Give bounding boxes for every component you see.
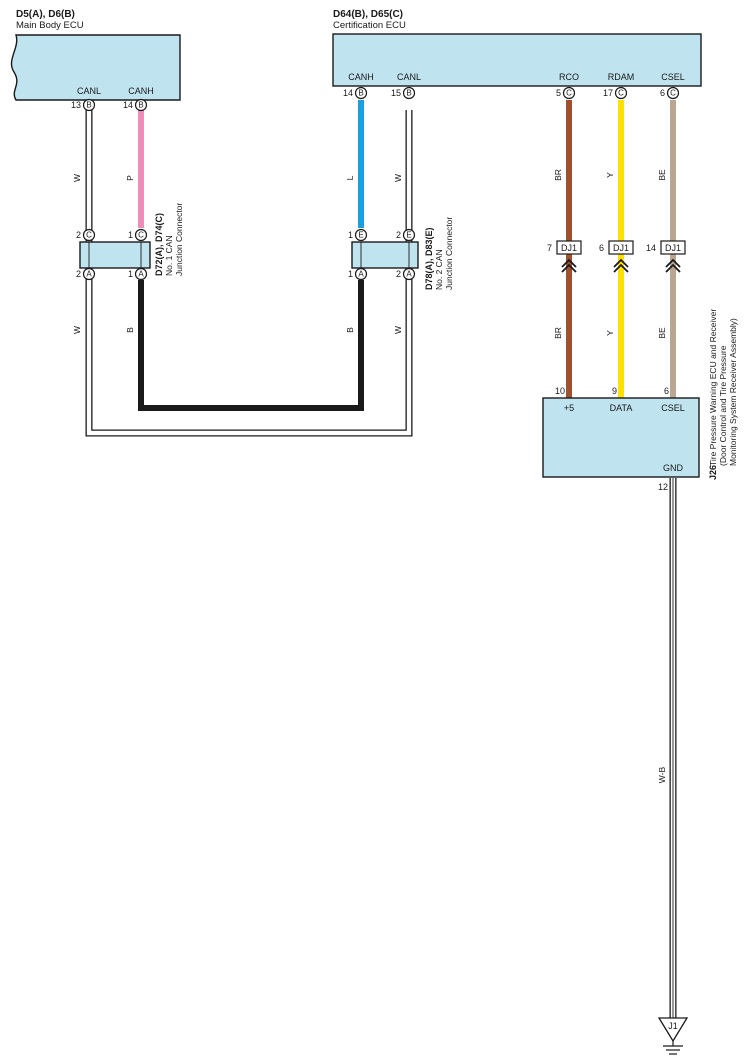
pin-connector-letter: C: [138, 231, 144, 240]
svg-text:BR: BR: [553, 169, 563, 181]
jc1-line2: Junction Connector: [174, 203, 184, 276]
jc2-line1: No. 2 CAN: [434, 249, 444, 290]
svg-text:Y: Y: [605, 172, 615, 178]
tpms-code: J26: [708, 465, 718, 480]
wire-canh-black-loop: [138, 280, 364, 411]
inline-connector-dj1-1: DJ1 7: [547, 240, 582, 273]
svg-text:W: W: [393, 326, 403, 334]
pin-signal: DATA: [610, 403, 633, 413]
svg-text:B: B: [345, 327, 355, 333]
svg-text:14: 14: [646, 243, 656, 253]
pin-signal: CSEL: [661, 72, 685, 82]
svg-text:DJ1: DJ1: [665, 243, 681, 253]
svg-text:W-B: W-B: [657, 766, 667, 783]
pin-connector-letter: E: [406, 231, 411, 240]
tpms-line1: Tire Pressure Warning ECU and Receiver: [708, 309, 718, 466]
certification-ecu: D64(B), D65(C) Certification ECU CANH CA…: [332, 9, 702, 100]
pin-signal: CANL: [77, 86, 101, 96]
svg-text:W: W: [72, 174, 82, 182]
pin-number: 10: [555, 386, 565, 396]
pin-connector-letter: E: [358, 231, 363, 240]
pin-number: 14: [343, 88, 353, 98]
pin-number: 2: [76, 269, 81, 279]
pin-number: 5: [556, 88, 561, 98]
pin-number: 2: [76, 230, 81, 240]
pin-signal: RCO: [559, 72, 579, 82]
svg-text:7: 7: [547, 243, 552, 253]
pin-signal: RDAM: [608, 72, 635, 82]
pin-number: 1: [348, 269, 353, 279]
tpms-line3: Monitoring System Receiver Assembly): [728, 318, 738, 466]
pin-connector-letter: A: [86, 270, 92, 279]
svg-text:W: W: [393, 174, 403, 182]
pin-signal: CANH: [348, 72, 374, 82]
svg-text:J1: J1: [668, 1021, 678, 1031]
inline-connector-dj1-3: DJ1 14: [646, 240, 686, 273]
pin-connector-letter: A: [406, 270, 412, 279]
pin-connector-letter: C: [618, 89, 624, 98]
pin-connector-letter: C: [670, 89, 676, 98]
junction-connector-1: C 2 C 1 A 2 A 1 D72(A), D74(C) No. 1 CAN…: [76, 203, 184, 281]
pin-number: 6: [664, 386, 669, 396]
main-body-ecu-code: D5(A), D6(B): [16, 9, 75, 20]
pin-number: 9: [612, 386, 617, 396]
pin-number: 13: [71, 100, 81, 110]
pin-number: 2: [396, 230, 401, 240]
pin-connector-letter: B: [86, 101, 91, 110]
inline-connector-dj1-2: DJ1 6: [599, 240, 634, 273]
svg-text:DJ1: DJ1: [561, 243, 577, 253]
svg-text:BE: BE: [657, 169, 667, 181]
svg-text:W: W: [72, 326, 82, 334]
pin-signal: +5: [564, 403, 574, 413]
pin-signal: GND: [663, 463, 684, 473]
pin-number: 6: [660, 88, 665, 98]
tpms-line2: (Door Control and Tire Pressure: [718, 345, 728, 466]
certification-ecu-name: Certification ECU: [333, 20, 406, 31]
svg-text:BR: BR: [553, 327, 563, 339]
pin-number: 1: [348, 230, 353, 240]
jc1-line1: No. 1 CAN: [164, 235, 174, 276]
svg-text:BE: BE: [657, 327, 667, 339]
pin-number: 17: [603, 88, 613, 98]
pin-number: 15: [391, 88, 401, 98]
pin-signal: CSEL: [661, 403, 685, 413]
pin-connector-letter: A: [358, 270, 364, 279]
pin-number: 14: [123, 100, 133, 110]
jc2-line2: Junction Connector: [444, 217, 454, 290]
pin-number: 1: [128, 269, 133, 279]
main-body-ecu: D5(A), D6(B) Main Body ECU CANL CANH B 1…: [10, 9, 181, 112]
pin-signal: CANL: [397, 72, 421, 82]
certification-ecu-code: D64(B), D65(C): [333, 9, 403, 20]
wire-color-labels: W P L W W B B W BR Y BE BR Y BE W-B: [72, 169, 667, 783]
pin-connector-letter: C: [86, 231, 92, 240]
jc1-code: D72(A), D74(C): [154, 213, 164, 276]
pin-number: 12: [658, 482, 668, 492]
svg-text:P: P: [125, 175, 135, 181]
pin-connector-letter: B: [358, 89, 363, 98]
pin-connector-letter: B: [138, 101, 143, 110]
jc2-code: D78(A), D83(E): [424, 227, 434, 290]
pin-signal: CANH: [128, 86, 154, 96]
pin-number: 2: [396, 269, 401, 279]
svg-text:Y: Y: [605, 330, 615, 336]
pin-connector-letter: B: [406, 89, 411, 98]
pin-connector-letter: A: [138, 270, 144, 279]
junction-connector-2: E 1 E 2 A 1 A 2 D78(A), D83(E) No. 2 CAN…: [348, 217, 454, 290]
pin-number: 1: [128, 230, 133, 240]
tpms-ecu: +5 DATA CSEL GND 10 9 6 12 J26 Tire Pres…: [542, 309, 738, 492]
main-body-ecu-name: Main Body ECU: [16, 20, 84, 31]
svg-text:B: B: [125, 327, 135, 333]
svg-text:L: L: [345, 175, 355, 180]
svg-text:6: 6: [599, 243, 604, 253]
ground-j1: J1: [657, 1017, 689, 1055]
pin-connector-letter: C: [566, 89, 572, 98]
svg-text:DJ1: DJ1: [613, 243, 629, 253]
